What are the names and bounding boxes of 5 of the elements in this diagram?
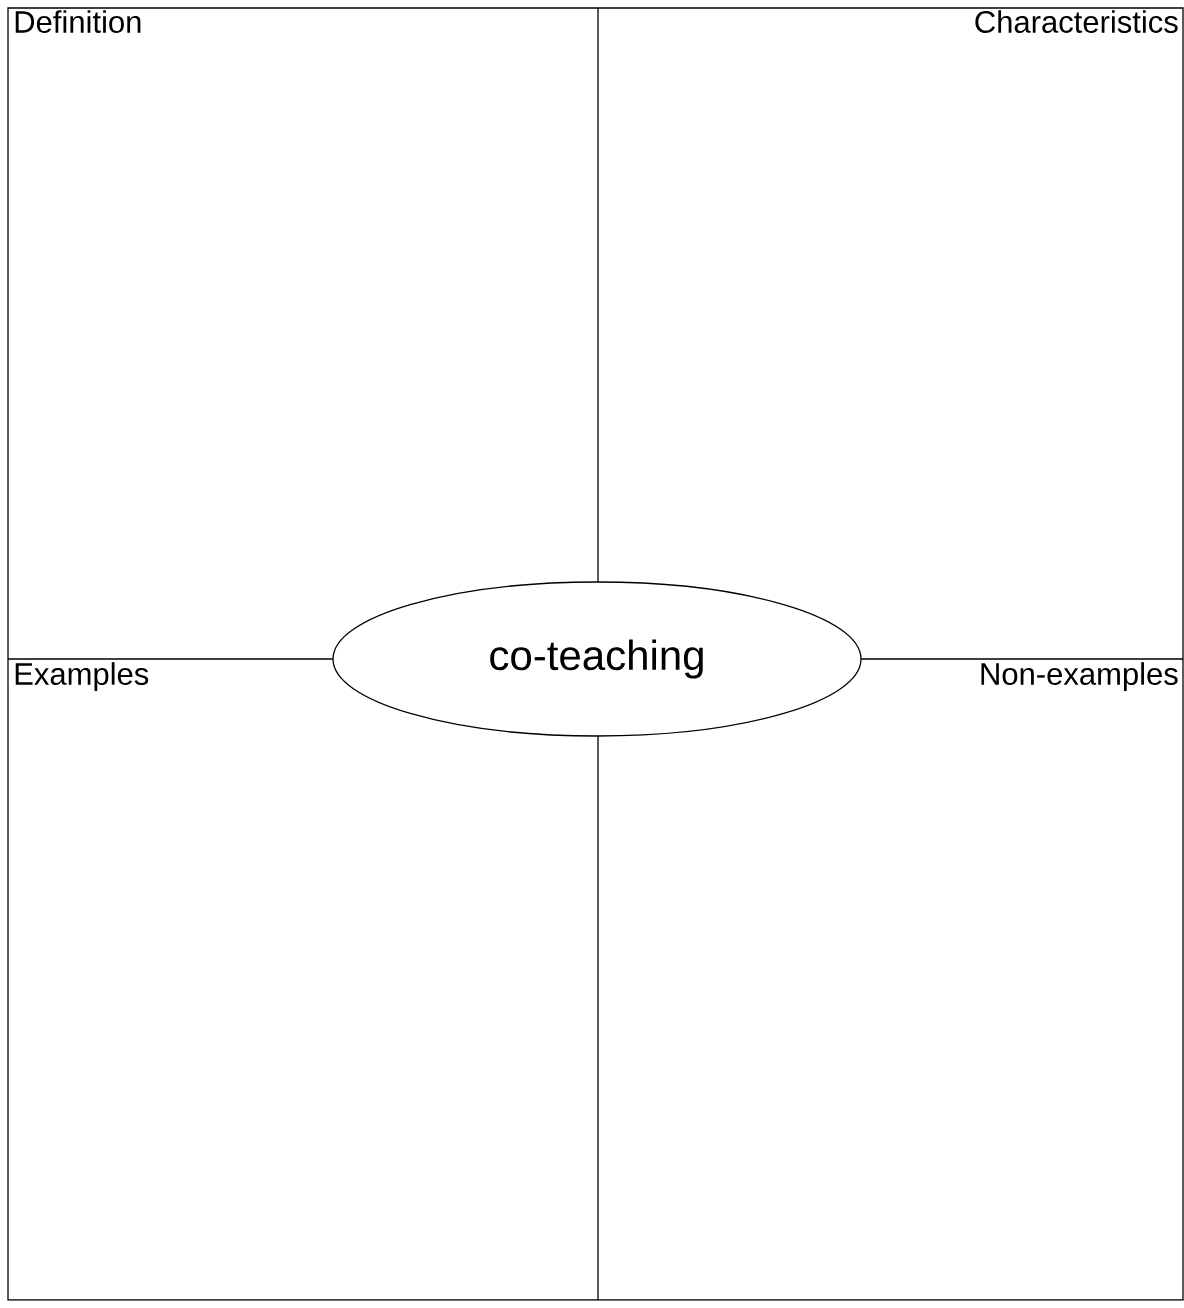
- center-oval: co-teaching: [332, 581, 862, 737]
- quadrant-cell: Non-examples: [981, 662, 1178, 692]
- quadrant-cell: Characteristics: [975, 10, 1178, 33]
- quadrant-cell: Definition: [15, 10, 141, 33]
- quadrant-cell: Examples: [15, 662, 149, 692]
